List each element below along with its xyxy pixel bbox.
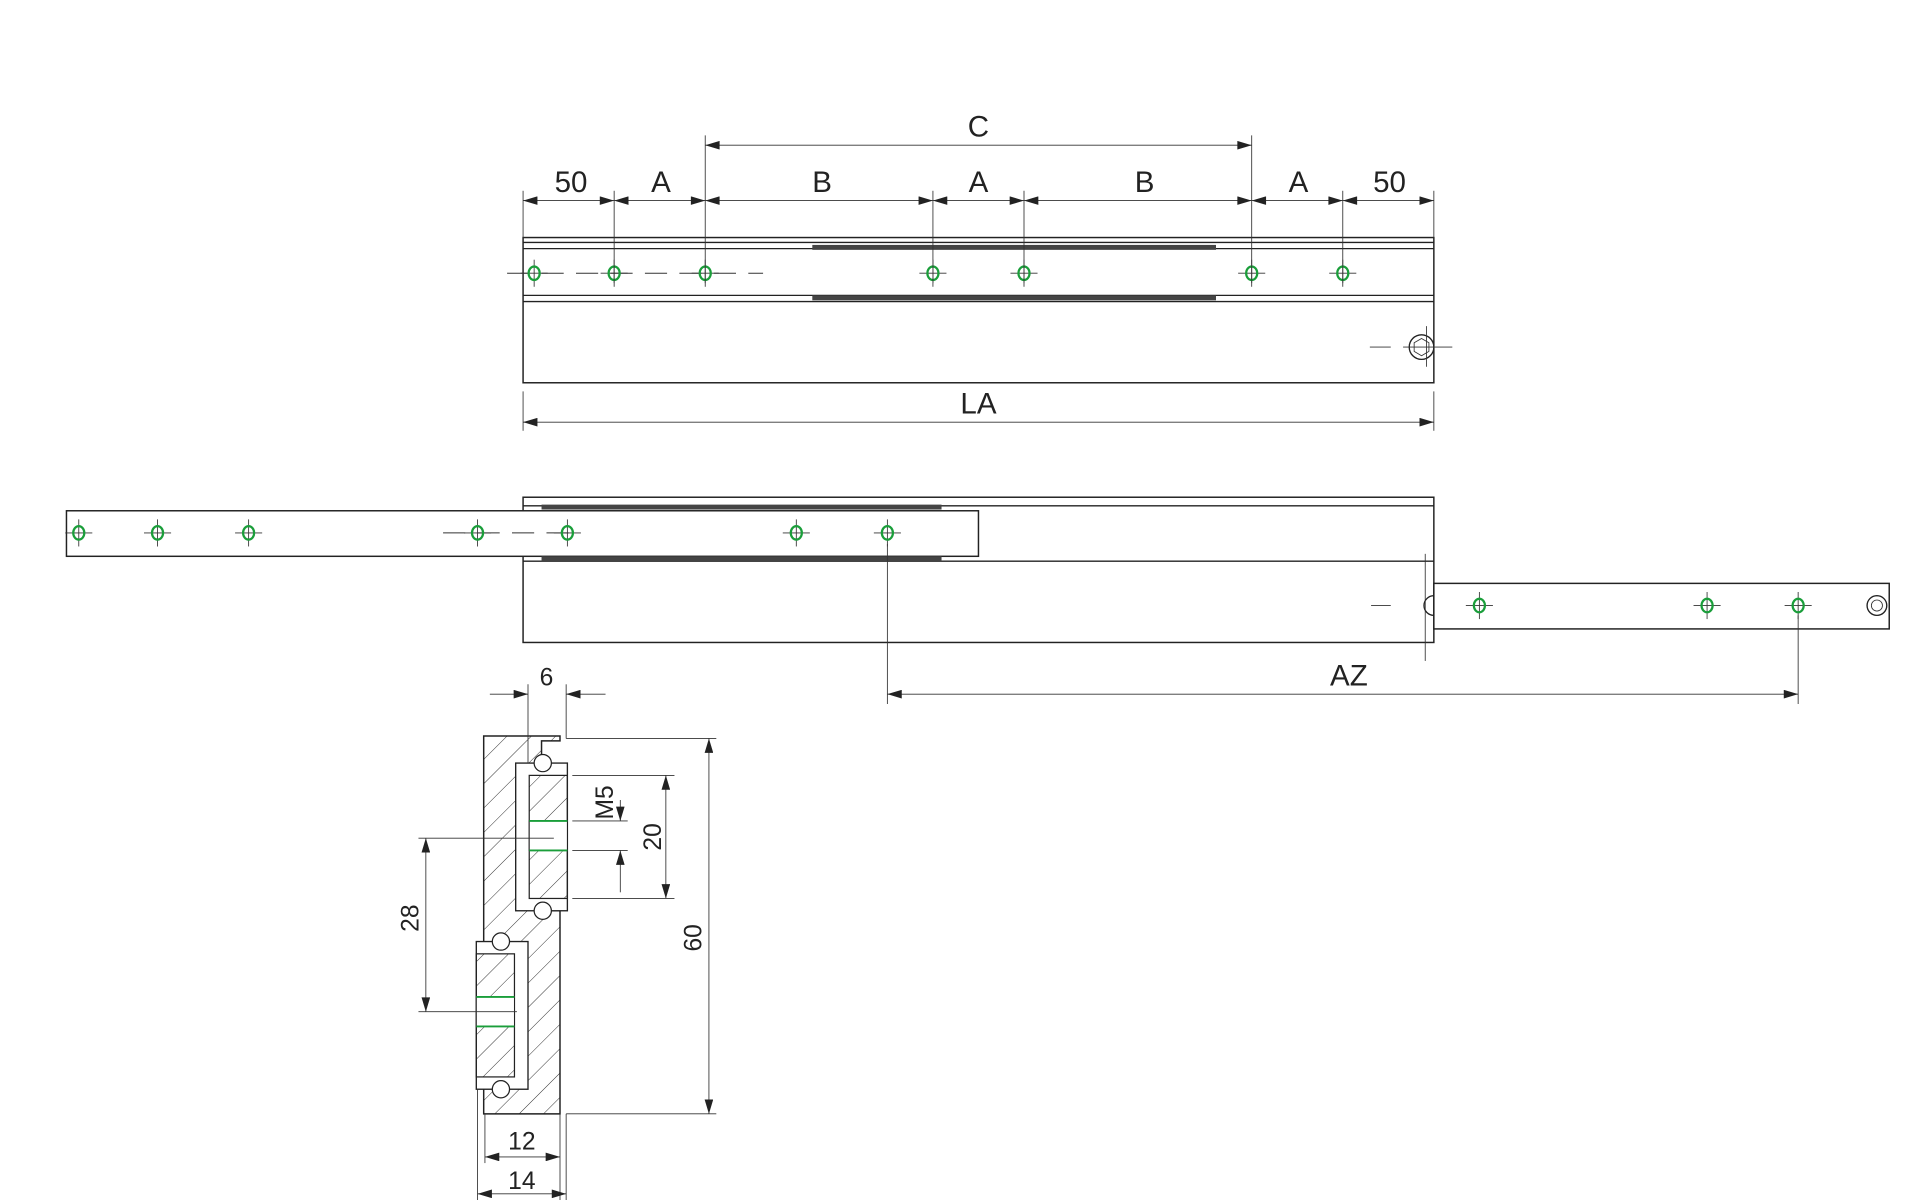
- dim-60: 60: [681, 924, 708, 951]
- ball-cage-strip: [541, 556, 942, 562]
- dim-la: LA: [960, 388, 996, 421]
- dim-c: C: [968, 111, 989, 144]
- mounting-hole-icon: [65, 519, 93, 547]
- mounting-hole-icon: [1784, 592, 1812, 620]
- dim-right-end: 50: [1373, 166, 1406, 199]
- extended-slider-left: [65, 510, 980, 558]
- dim-az: AZ: [1330, 660, 1368, 693]
- mounting-hole-icon: [1693, 592, 1721, 620]
- ball-cage-strip: [812, 295, 1216, 301]
- end-stop-pin-icon: [1369, 326, 1453, 367]
- mounting-hole-icon: [144, 519, 172, 547]
- end-cap-icon: [1866, 595, 1888, 617]
- dim-a: A: [1289, 166, 1309, 199]
- section-view: 6 M5 20 28 60 12 14: [397, 665, 717, 1200]
- mounting-hole-icon: [553, 519, 581, 547]
- dim-left-end: 50: [555, 166, 588, 199]
- ball-cage-strip: [541, 504, 942, 510]
- mounting-hole-icon: [1465, 592, 1493, 620]
- dim-b: B: [1135, 166, 1155, 199]
- dim-12: 12: [508, 1129, 535, 1156]
- dim-6: 6: [540, 665, 554, 692]
- mounting-holes: [65, 519, 1812, 620]
- dim-b: B: [812, 166, 832, 199]
- mounting-hole-icon: [873, 519, 901, 547]
- ball-cage-strip: [812, 244, 1216, 250]
- mounting-hole-icon: [782, 519, 810, 547]
- notch: [1423, 595, 1434, 617]
- mounting-hole-icon: [235, 519, 263, 547]
- extended-view: AZ: [65, 496, 1890, 704]
- mounting-hole-icon: [520, 259, 548, 287]
- dim-m5: M5: [592, 785, 619, 819]
- dim-a: A: [969, 166, 989, 199]
- rail-body: [522, 236, 1435, 384]
- dim-20: 20: [640, 823, 667, 850]
- top-view: 50 A B A B A 50 C LA: [507, 111, 1453, 431]
- dim-a: A: [651, 166, 671, 199]
- extended-slider-right: [1433, 582, 1890, 630]
- mounting-hole-icon: [464, 519, 492, 547]
- dim-28: 28: [397, 904, 424, 931]
- dim-14: 14: [508, 1168, 535, 1195]
